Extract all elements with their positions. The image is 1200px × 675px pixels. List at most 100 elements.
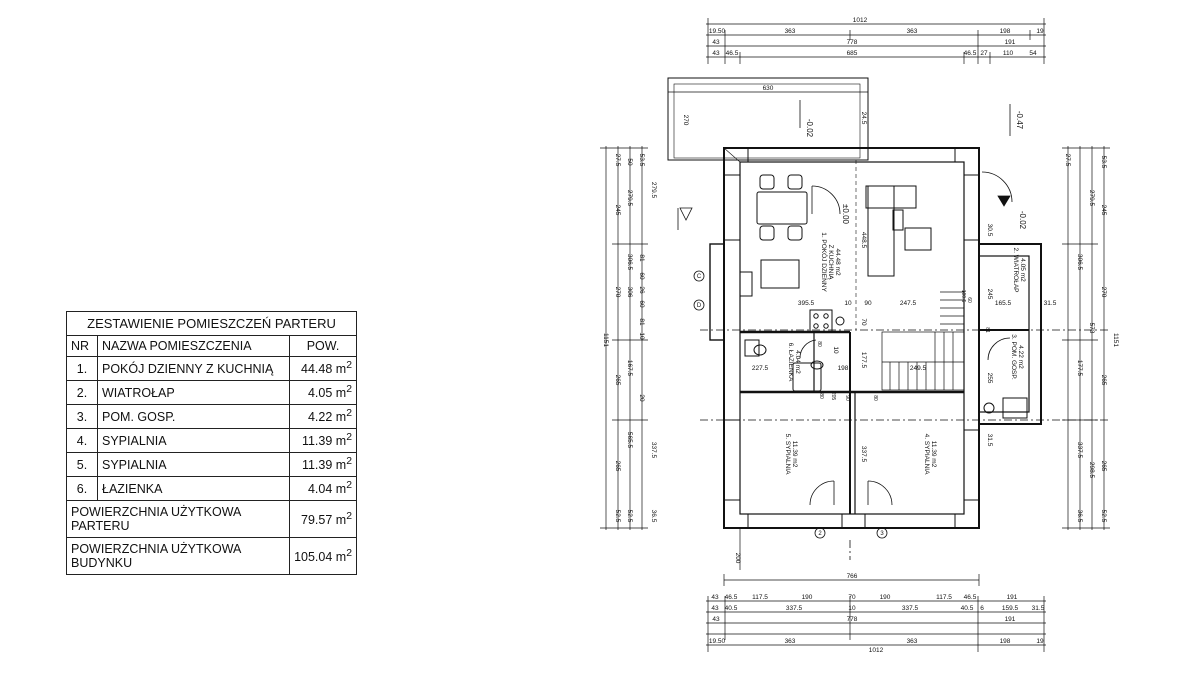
area-value: 4.22 m (307, 410, 347, 425)
dim-top-c2: 685 (847, 50, 858, 57)
staircase (881, 291, 965, 391)
axis-markers (693, 270, 888, 539)
room-label-3: 3. POM. GOSP. (1010, 334, 1017, 380)
dim-small-3: 205 (830, 392, 836, 401)
dim-inner-11: 177.5 (860, 352, 867, 369)
dim-bottom-a4: 70 (848, 594, 856, 601)
axis-marker-2: 2 (818, 531, 822, 537)
dim-left-c4: 60 (638, 300, 645, 308)
dim-bottom-d0: 19.50 (709, 638, 726, 645)
area-unit-sup: 2 (346, 456, 352, 468)
dim-top-total: 1012 (853, 17, 868, 24)
dim-left-a4: 265 (614, 375, 621, 386)
header-name: NAZWA POMIESZCZENIA (96, 335, 291, 357)
dim-inner-16: 31.5 (986, 434, 993, 447)
row-nr: 4. (66, 428, 98, 453)
dim-left-c6: 10 (638, 332, 645, 340)
level-markers (677, 100, 1011, 230)
room-area-4: 11.39 m2 (930, 441, 937, 468)
axis-marker-d: D (697, 303, 702, 309)
dim-right-a6: 52.5 (1100, 510, 1107, 523)
dimension-lines-bottom (706, 528, 1046, 652)
dim-inner-3: 90 (864, 300, 872, 307)
level-main: ±0.00 (841, 204, 850, 225)
area-unit-sup: 2 (346, 548, 352, 560)
level-entry-outside: -0.47 (1015, 111, 1024, 130)
area-unit-sup: 2 (346, 384, 352, 396)
dim-inner-0: 448.5 (860, 232, 867, 249)
dim-top-a4: 19 (1036, 28, 1044, 35)
room-area-3: 4.22 m2 (1017, 345, 1024, 369)
dim-top-a2: 363 (907, 28, 918, 35)
axis-marker-2-circle (814, 527, 826, 539)
dim-right-b6: 36.5 (1076, 510, 1083, 523)
area-unit-sup: 2 (346, 511, 352, 523)
dim-bottom-c1: 778 (847, 616, 858, 623)
dim-inner-5: 165.5 (995, 300, 1012, 307)
bathroom-fixtures (744, 339, 824, 392)
dim-inner-12: 337.5 (860, 446, 867, 463)
row-area: 4.04 m2 (289, 476, 357, 501)
area-unit-sup: 2 (346, 480, 352, 492)
dim-bottom-a6: 117.5 (936, 594, 952, 601)
dim-left-a0: 27.5 (614, 154, 621, 167)
dim-left-b5: 565.5 (626, 432, 633, 449)
dim-bottom-d1: 363 (785, 638, 796, 645)
room-schedule-table: ZESTAWIENIE POMIESZCZEŃ PARTERU NR NAZWA… (65, 311, 357, 575)
room-area-6: 4.04 m2 (794, 350, 801, 374)
dim-right-a5: 265 (1100, 461, 1107, 472)
dim-small-6: 60 (966, 297, 972, 303)
dimension-lines-top (667, 18, 1046, 98)
dim-bottom-b4: 337.5 (902, 605, 919, 612)
dim-bottom-total: 1012 (869, 647, 884, 654)
dim-right-a4: 265 (1100, 375, 1107, 386)
dim-left-outer: 1151 (602, 333, 609, 347)
area-value: 4.05 m (307, 386, 347, 401)
table-row: 1. POKÓJ DZIENNY Z KUCHNIĄ 44.48 m2 (66, 356, 357, 381)
dim-terrace-width: 630 (763, 85, 774, 92)
dim-right-b4: 337.5 (1076, 442, 1083, 459)
row-name: WIATROŁAP (96, 380, 291, 405)
dim-inner-14: 10 (832, 346, 839, 354)
dim-top-c0: 43 (712, 50, 720, 57)
dim-bottom-b0: 43 (711, 605, 719, 612)
dim-left-a6: 52.5 (614, 510, 621, 523)
dim-bottom-b5: 40.5 (961, 605, 974, 612)
dim-inner-13: 245 (986, 289, 993, 300)
dim-top-a1: 363 (785, 28, 796, 35)
dim-bottom-c0: 43 (712, 616, 720, 623)
dim-top-c5: 110 (1003, 50, 1014, 57)
dim-left-c3: 26 (638, 286, 645, 294)
dim-left-a3: 270 (614, 287, 621, 298)
dim-terrace-height: 270 (682, 115, 689, 126)
table-title: ZESTAWIENIE POMIESZCZEŃ PARTERU (66, 311, 357, 336)
dim-terrace-side: 24.5 (860, 112, 867, 125)
summary-row: POWIERZCHNIA UŻYTKOWA PARTERU 79.57 m2 (65, 500, 357, 538)
dim-left-b3: 306 (626, 287, 633, 298)
row-area: 44.48 m2 (289, 356, 357, 381)
room-label-6: 6. ŁAZIENKA (787, 343, 794, 382)
row-area: 4.22 m2 (289, 404, 357, 429)
dim-left-b6: 52.5 (626, 510, 633, 523)
dim-right-b2: 573 (1088, 323, 1095, 334)
dim-inner-10: 255 (986, 373, 993, 384)
summary-label: POWIERZCHNIA UŻYTKOWA PARTERU (65, 500, 291, 538)
dim-small-4: 90 (844, 395, 850, 401)
dim-bottom-b2: 337.5 (786, 605, 803, 612)
dim-small-2: 80 (818, 393, 824, 399)
dim-bottom-d4: 19 (1036, 638, 1044, 645)
dim-right-a3: 270 (1100, 287, 1107, 298)
dim-bottom-a5: 190 (880, 594, 891, 601)
dim-left-b2: 306.5 (626, 254, 633, 271)
dim-left-c2: 60 (638, 272, 645, 280)
dim-top-c4: 27 (980, 50, 988, 57)
furniture (739, 174, 932, 333)
room-label-1b: Z KUCHNIĄ (827, 244, 834, 280)
summary-area: 105.04 m2 (289, 537, 357, 575)
dim-bottom-d2: 363 (907, 638, 918, 645)
dimension-lines-sides (600, 146, 1110, 530)
exterior-walls (709, 147, 1042, 529)
area-unit-sup: 2 (346, 360, 352, 372)
area-value: 44.48 m (301, 362, 347, 377)
dim-inner-4: 247.5 (900, 300, 917, 307)
